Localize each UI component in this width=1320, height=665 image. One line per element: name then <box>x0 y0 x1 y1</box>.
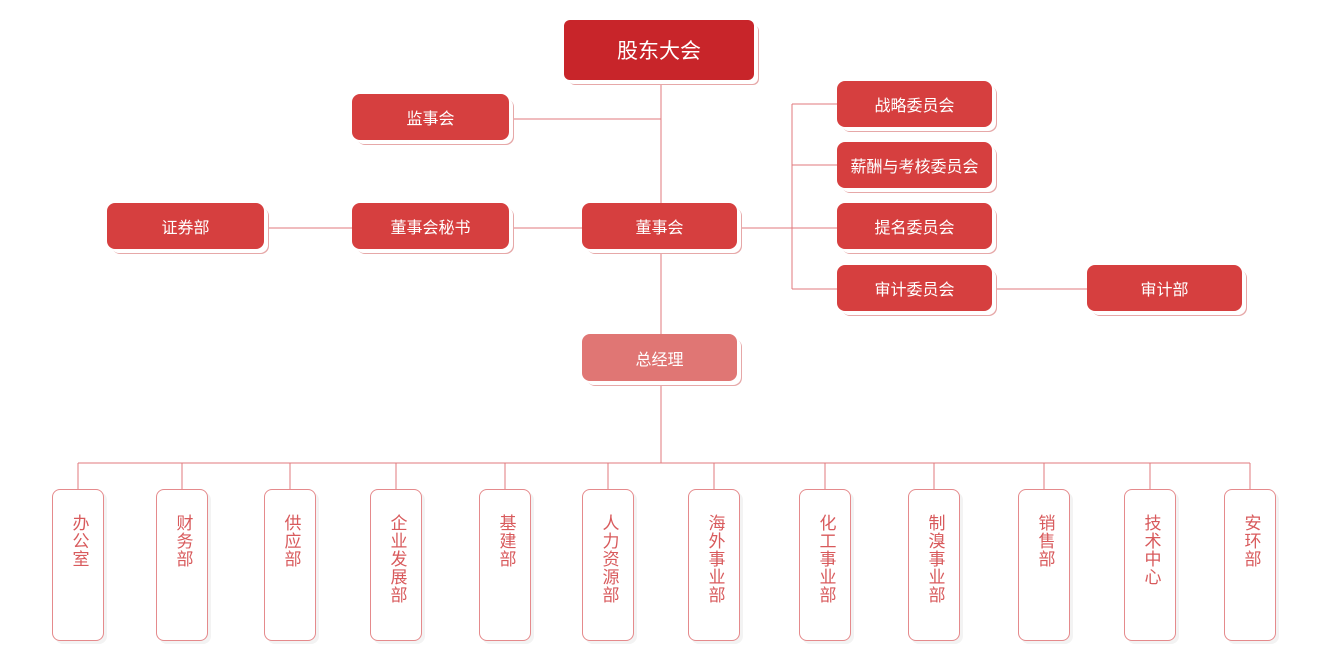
general-manager-node: 总经理 <box>582 334 737 381</box>
dept-office: 办公室 <box>52 489 104 641</box>
dept-finance: 财务部 <box>156 489 208 641</box>
board-of-directors-node: 董事会 <box>582 203 737 249</box>
dept-sales: 销售部 <box>1018 489 1070 641</box>
dept-chemical-business: 化工事业部 <box>799 489 851 641</box>
dept-label: 办公室 <box>68 514 89 568</box>
audit-dept-node: 审计部 <box>1087 265 1242 311</box>
shareholders-meeting-node: 股东大会 <box>564 20 754 80</box>
dept-bromine-business: 制溴事业部 <box>908 489 960 641</box>
dept-label: 化工事业部 <box>815 514 836 604</box>
board-secretary-node: 董事会秘书 <box>352 203 509 249</box>
dept-human-resources: 人力资源部 <box>582 489 634 641</box>
securities-dept-node: 证券部 <box>107 203 264 249</box>
strategy-committee-node: 战略委员会 <box>837 81 992 127</box>
dept-supply: 供应部 <box>264 489 316 641</box>
dept-enterprise-development: 企业发展部 <box>370 489 422 641</box>
dept-technology-center: 技术中心 <box>1124 489 1176 641</box>
dept-label: 财务部 <box>172 514 193 568</box>
dept-label: 销售部 <box>1034 514 1055 568</box>
supervisory-board-node: 监事会 <box>352 94 509 140</box>
dept-label: 安环部 <box>1240 514 1261 568</box>
dept-label: 供应部 <box>280 514 301 568</box>
dept-label: 制溴事业部 <box>924 514 945 604</box>
dept-label: 基建部 <box>495 514 516 568</box>
dept-label: 海外事业部 <box>704 514 725 604</box>
dept-label: 企业发展部 <box>386 514 407 604</box>
dept-label: 技术中心 <box>1140 514 1161 586</box>
nomination-committee-node: 提名委员会 <box>837 203 992 249</box>
audit-committee-node: 审计委员会 <box>837 265 992 311</box>
dept-safety-environment: 安环部 <box>1224 489 1276 641</box>
dept-infrastructure: 基建部 <box>479 489 531 641</box>
dept-label: 人力资源部 <box>598 514 619 604</box>
dept-overseas-business: 海外事业部 <box>688 489 740 641</box>
compensation-committee-node: 薪酬与考核委员会 <box>837 142 992 188</box>
